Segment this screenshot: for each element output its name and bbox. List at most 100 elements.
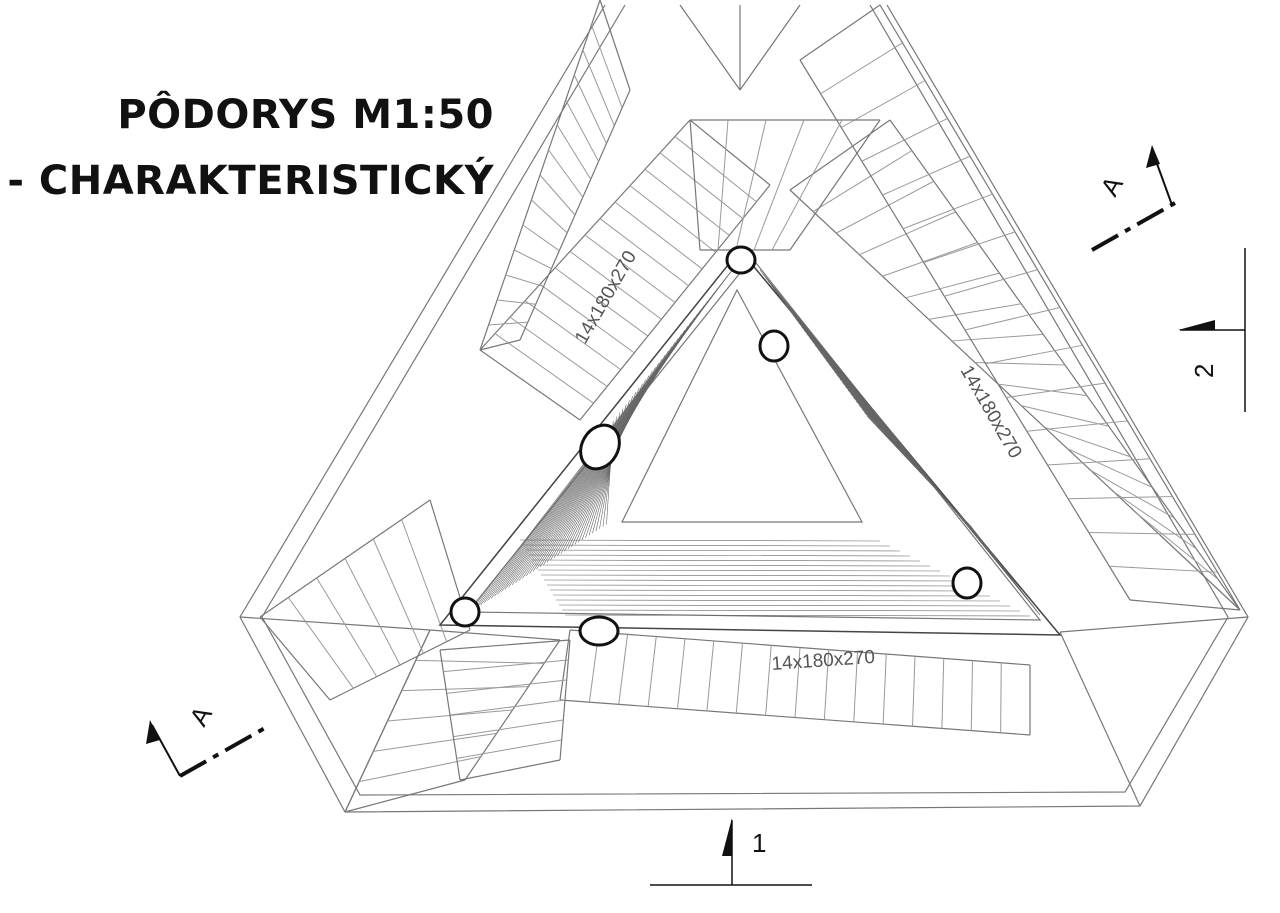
stroke xyxy=(820,42,903,95)
stroke xyxy=(449,699,566,716)
stroke xyxy=(771,119,843,251)
stroke xyxy=(789,119,881,251)
stroke xyxy=(549,589,981,592)
stroke xyxy=(537,569,941,572)
stroke xyxy=(599,218,689,287)
column-marker xyxy=(758,329,790,363)
stroke xyxy=(1088,532,1196,535)
column-markers xyxy=(449,245,983,647)
stroke xyxy=(689,119,771,186)
stroke xyxy=(1021,405,1109,427)
title-line-1: PÔDORYS M1:50 xyxy=(117,92,494,138)
stroke xyxy=(912,656,916,727)
stroke xyxy=(1129,599,1241,611)
stroke xyxy=(614,201,703,270)
stroke xyxy=(519,539,881,542)
stroke xyxy=(859,211,956,256)
section-marker-a-top: A xyxy=(1091,145,1176,252)
stroke xyxy=(659,152,744,219)
stroke xyxy=(905,272,1000,299)
stroke xyxy=(629,185,717,253)
stroke xyxy=(540,574,951,577)
column-marker xyxy=(578,615,620,647)
stroke xyxy=(456,739,562,759)
stroke xyxy=(882,155,971,196)
stroke xyxy=(539,283,635,354)
stroke xyxy=(674,136,757,203)
stroke xyxy=(539,174,576,216)
stair-flights xyxy=(259,0,1241,813)
stroke xyxy=(573,74,607,144)
stroke xyxy=(1044,426,1131,458)
stroke xyxy=(590,24,623,109)
stroke xyxy=(554,267,649,337)
stroke xyxy=(585,396,634,538)
section-marker-2: 2 xyxy=(1178,248,1246,412)
stroke xyxy=(344,779,466,813)
stroke xyxy=(1109,565,1218,573)
stroke xyxy=(569,251,662,320)
stroke xyxy=(401,686,529,692)
stroke xyxy=(1090,469,1175,519)
stroke xyxy=(564,614,1031,617)
stair-label-bottom: 14x180x270 xyxy=(771,647,876,675)
stroke xyxy=(534,564,931,567)
column-marker xyxy=(725,245,757,275)
stroke xyxy=(735,643,743,714)
stroke xyxy=(439,639,571,651)
stroke xyxy=(867,416,972,528)
stroke xyxy=(717,119,729,251)
stroke xyxy=(689,119,701,251)
stroke xyxy=(618,634,628,705)
stroke xyxy=(1000,662,1002,733)
stroke xyxy=(677,638,686,709)
column-marker xyxy=(579,423,621,471)
stroke xyxy=(524,300,622,371)
stroke xyxy=(1067,448,1153,488)
stroke xyxy=(1047,458,1151,466)
stroke xyxy=(902,193,993,230)
stroke xyxy=(479,339,521,351)
stroke xyxy=(372,538,424,654)
stroke xyxy=(429,629,561,641)
stroke xyxy=(443,659,569,673)
stroke xyxy=(1136,513,1219,580)
stroke xyxy=(735,119,767,251)
stroke xyxy=(494,333,594,404)
stroke xyxy=(522,544,891,547)
stroke xyxy=(559,629,571,701)
stroke xyxy=(1026,420,1128,432)
title-line-2: - CHARAKTERISTICKÝ xyxy=(7,158,494,204)
stroke xyxy=(592,404,627,534)
stroke xyxy=(446,679,567,694)
stroke xyxy=(543,579,961,582)
stroke xyxy=(522,224,560,252)
stroke xyxy=(985,344,1083,365)
stroke xyxy=(1068,496,1173,500)
stroke xyxy=(588,400,630,536)
stroke xyxy=(316,577,378,677)
stroke xyxy=(1159,534,1241,611)
section-label-a-bottom: A xyxy=(183,700,218,731)
stroke xyxy=(528,554,911,557)
column-marker xyxy=(951,566,983,600)
stroke xyxy=(853,651,858,722)
stroke xyxy=(1113,491,1197,550)
stroke xyxy=(531,559,921,562)
stroke xyxy=(789,119,891,191)
stroke xyxy=(344,558,401,666)
stroke xyxy=(647,636,657,707)
stroke xyxy=(998,383,1087,397)
stroke xyxy=(923,231,1016,263)
stroke xyxy=(882,654,887,725)
stroke xyxy=(497,299,536,305)
stroke xyxy=(565,99,600,162)
stroke xyxy=(1006,382,1106,398)
stroke xyxy=(765,645,772,716)
stroke xyxy=(599,0,631,91)
stroke xyxy=(556,124,592,180)
stroke xyxy=(488,321,528,326)
stroke xyxy=(453,719,564,738)
stroke xyxy=(944,269,1038,297)
